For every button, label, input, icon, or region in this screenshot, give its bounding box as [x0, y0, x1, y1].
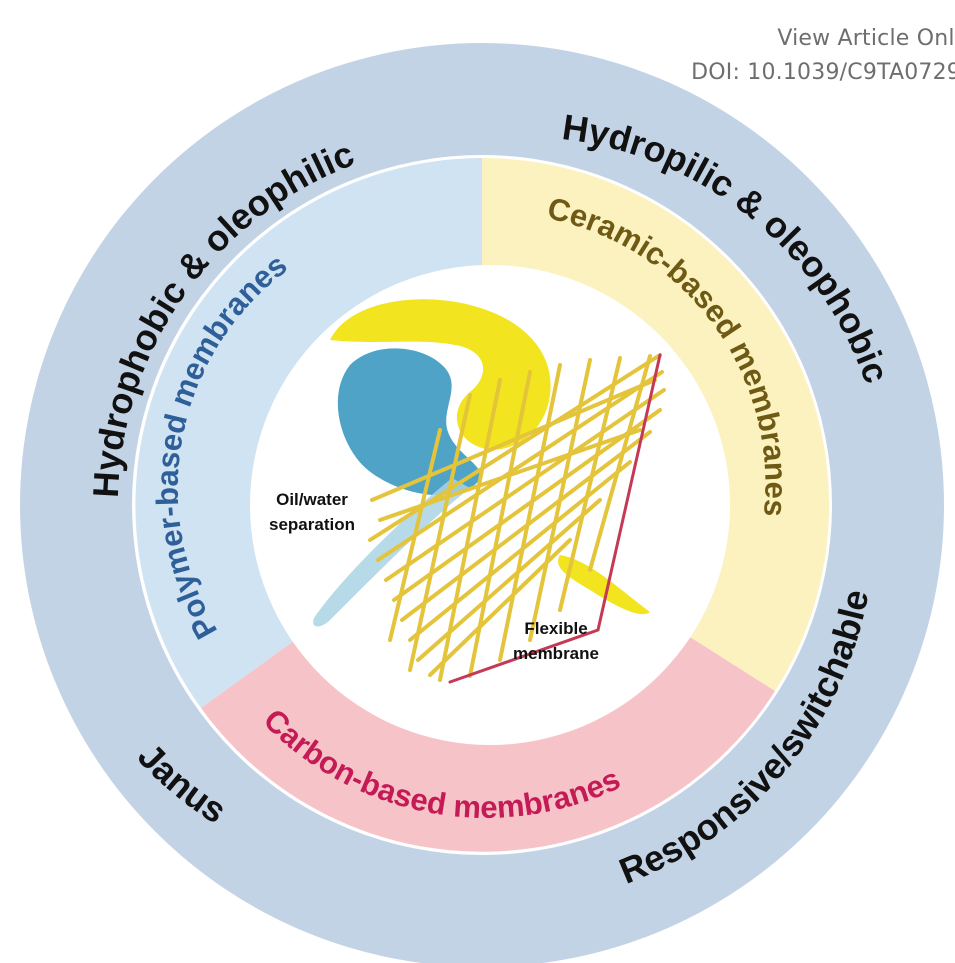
flexible-membrane-illustration: [368, 353, 666, 684]
water-droplet: [337, 348, 481, 496]
oil-water-label-line1: Oil/water: [276, 490, 348, 509]
flexible-membrane-label-line1: Flexible: [524, 619, 587, 638]
oil-water-label-line2: separation: [269, 515, 355, 534]
article-header: View Article Onli DOI: 10.1039/C9TA0729: [535, 0, 955, 100]
doi-text: DOI: 10.1039/C9TA0729: [691, 60, 955, 85]
oil-spray: [558, 555, 650, 615]
flexible-membrane-label-line2: membrane: [513, 644, 599, 663]
view-article-link[interactable]: View Article Onli: [777, 26, 955, 51]
